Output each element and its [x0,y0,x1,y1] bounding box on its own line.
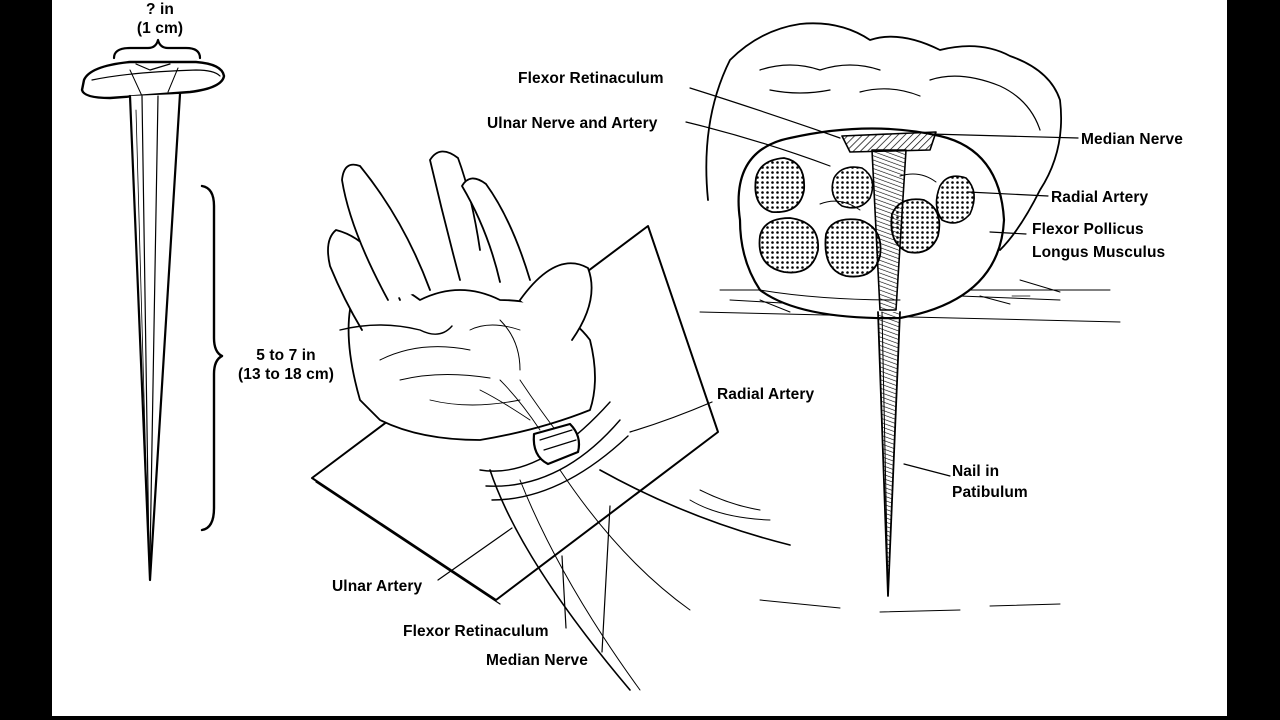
leader-flexor-retinaculum-section [689,87,841,139]
label-ulnar-artery: Ulnar Artery [332,578,423,595]
leader-radial-artery-section [967,191,1049,197]
leader-flexor-retinaculum-hand [561,555,567,629]
finger-little [461,177,531,283]
nail-shank [128,92,182,582]
leader-flexor-pollicus [989,231,1027,235]
cross-section-slice [737,127,1006,320]
hand-on-plank-drawing [311,150,791,691]
label-ulnar-nerve-and-artery: Ulnar Nerve and Artery [487,115,658,132]
flexor-pollicus-line1: Flexor Pollicus [1032,221,1144,238]
head-width-inches: ? in [146,1,174,18]
label-nail-in-patibulum: Nail in Patibulum [952,462,1028,502]
bone-6 [935,175,975,224]
bone-5 [831,166,874,209]
bone-1 [754,157,806,213]
label-radial-artery-section: Radial Artery [1051,189,1149,206]
leader-nail-in-patibulum [903,463,951,477]
leader-median-nerve-section [929,133,1079,139]
label-median-nerve-section: Median Nerve [1081,131,1183,148]
nail-in-patibulum [871,149,907,311]
nail-drawing [80,38,226,582]
label-median-nerve-hand: Median Nerve [486,652,588,669]
label-flexor-retinaculum-hand: Flexor Retinaculum [403,623,549,640]
length-inches: 5 to 7 in [256,347,316,364]
finger-middle [341,163,431,301]
label-flexor-pollicus-longus: Flexor Pollicus Longus Musculus [1032,220,1165,262]
wrist-cross-section-drawing [685,22,1121,613]
length-cm: (13 to 18 cm) [237,366,335,383]
leader-ulnar-artery [437,527,513,581]
finger-ring [429,150,481,281]
flexor-pollicus-line2: Longus Musculus [1032,244,1166,261]
bottom-border [52,716,1227,720]
wrist-nail-head [532,422,581,466]
label-flexor-retinaculum-section: Flexor Retinaculum [518,70,664,87]
forearm [489,469,791,691]
head-width-cm: (1 cm) [136,20,184,37]
nail-in-line1: Nail in [952,463,1000,480]
length-brace [200,184,224,532]
head-width-brace [112,38,202,60]
bone-2 [758,217,819,274]
nail-head-width-label: ? in (1 cm) [120,0,200,38]
nail-length-label: 5 to 7 in (13 to 18 cm) [228,346,344,384]
patibulum-line2: Patibulum [952,484,1028,501]
leader-ulnar-nerve-and-artery [685,121,831,167]
bone-3 [824,218,882,278]
leader-radial-artery-hand [629,401,713,433]
label-radial-artery-hand: Radial Artery [717,386,815,403]
leader-median-nerve-hand [601,505,611,653]
thumb [519,262,593,341]
artist-mark [1011,289,1031,297]
nail-head [80,60,226,100]
flexor-retinaculum-band [841,131,937,153]
